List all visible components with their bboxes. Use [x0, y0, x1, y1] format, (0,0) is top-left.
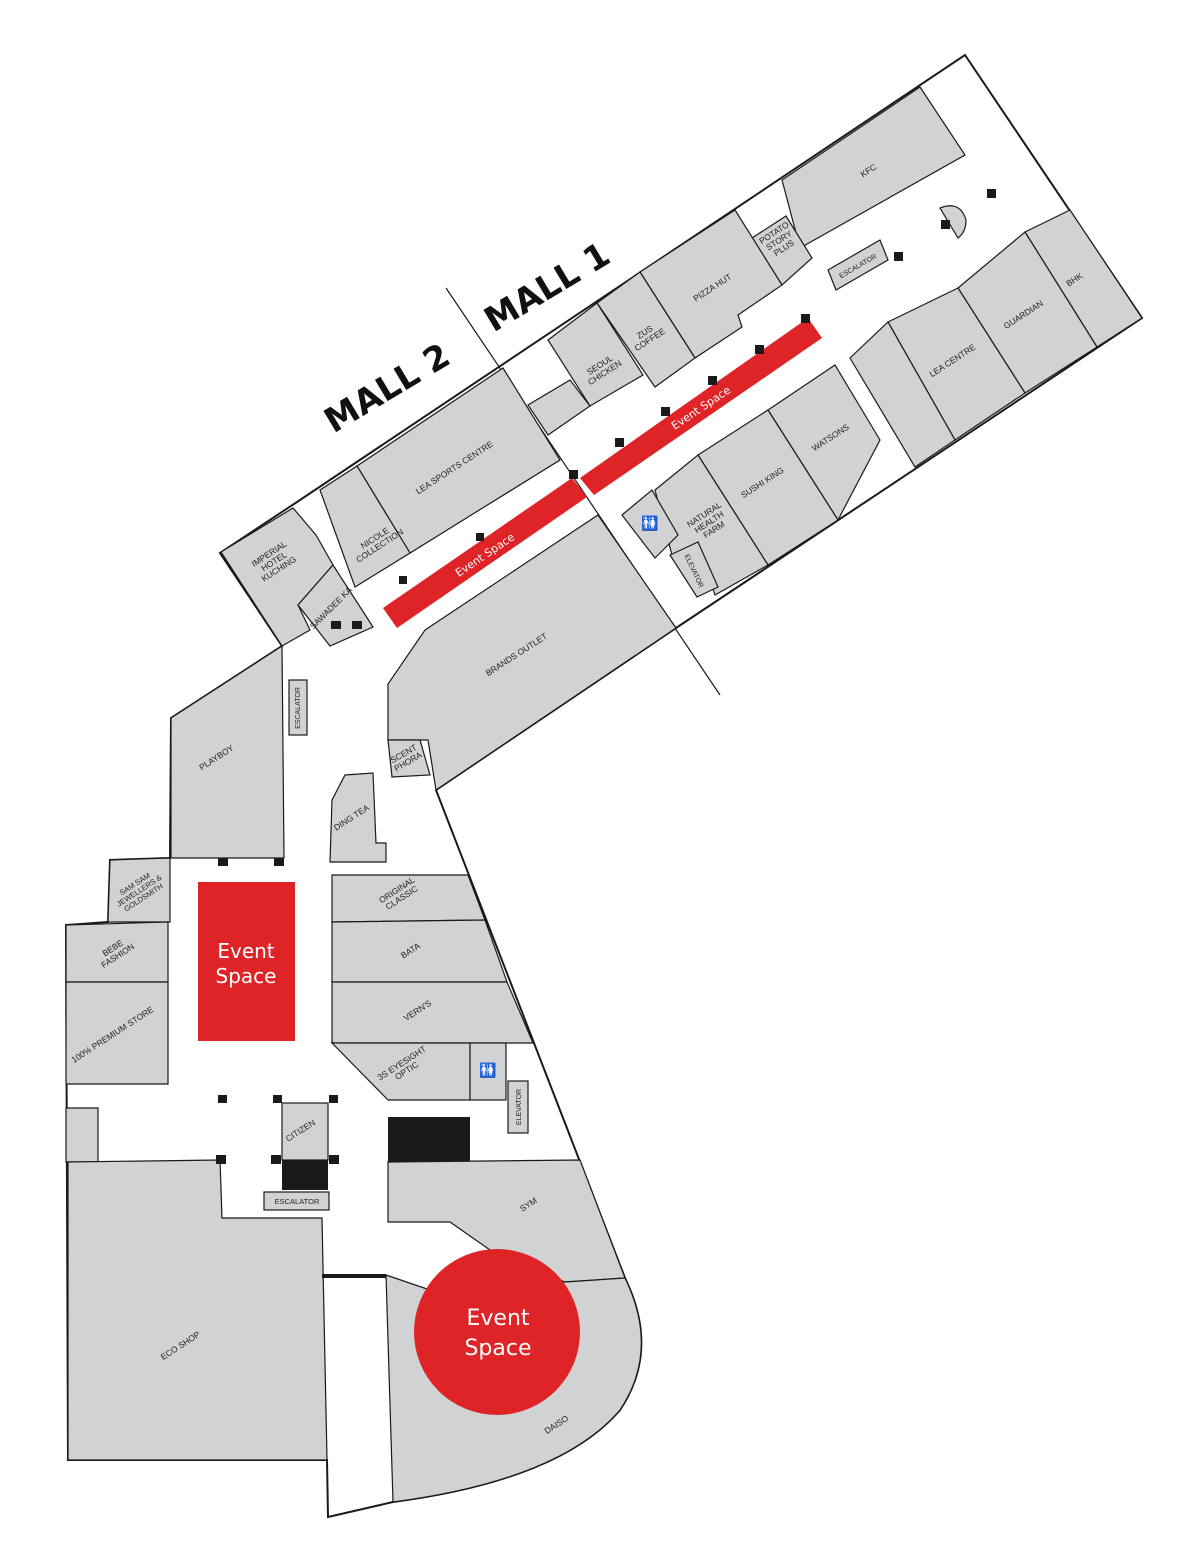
store-playboy[interactable]: PLAYBOY: [170, 644, 285, 859]
svg-text:Space: Space: [464, 1336, 531, 1361]
store-unnamed: [849, 321, 956, 468]
pillars: [216, 189, 996, 1164]
restroom-mall2[interactable]: 🚻: [469, 1042, 507, 1101]
store-unnamed: [65, 1107, 99, 1163]
store-potato-story-plus[interactable]: POTATOSTORYPLUS: [751, 215, 813, 286]
svg-text:ESCALATOR: ESCALATOR: [275, 1197, 320, 1206]
escalator-mall1[interactable]: ESCALATOR: [827, 239, 889, 291]
store-pizza-hut[interactable]: PIZZA HUT: [639, 209, 783, 359]
restroom-mall1[interactable]: 🚻: [621, 489, 679, 559]
event-space-circle[interactable]: Event Space: [414, 1249, 580, 1415]
svg-text:Event: Event: [217, 939, 274, 963]
store-100-premium-store[interactable]: 100% PREMIUM STORE: [65, 981, 169, 1085]
svg-text:ESCALATOR: ESCALATOR: [295, 687, 302, 729]
elevator-mall2[interactable]: ELEVATOR: [507, 1080, 529, 1134]
elevator-mall1[interactable]: ELEVATOR: [669, 541, 719, 598]
svg-text:Space: Space: [216, 964, 277, 988]
store-sam-sam-jewellers[interactable]: SAM SAMJEWELLERS &GOLDSMITH: [107, 857, 171, 923]
store-kfc[interactable]: KFC: [781, 86, 966, 249]
event-space-main[interactable]: Event Space: [198, 882, 295, 1041]
store-eco-shop[interactable]: ECO SHOP: [67, 1159, 328, 1461]
store-scent-phora[interactable]: SCENTPHORA: [387, 739, 431, 778]
escalator-vertical[interactable]: ESCALATOR: [288, 679, 308, 736]
restroom-icon: 🚻: [479, 1062, 496, 1079]
svg-text:Event: Event: [466, 1306, 529, 1331]
store-original-classic[interactable]: ORIGINALCLASSIC: [331, 874, 486, 923]
store-guardian[interactable]: GUARDIAN: [957, 231, 1098, 394]
store-lea-sports-centre[interactable]: LEA SPORTS CENTRE: [356, 367, 561, 554]
store-bebe-fashion[interactable]: BEBEFASHION: [65, 921, 169, 983]
store-imperial-hotel-kuching[interactable]: IMPERIALHOTELKUCHING: [220, 507, 334, 647]
store-citizen[interactable]: CITIZEN: [281, 1102, 329, 1161]
store-3s-eyesight-optic[interactable]: 3S EYESIGHTOPTIC: [330, 1042, 471, 1101]
escalator-mall2[interactable]: ESCALATOR: [263, 1191, 330, 1211]
restroom-icon: 🚻: [641, 515, 658, 532]
store-verns[interactable]: VERN'S: [331, 981, 534, 1044]
kiosk: [939, 205, 967, 239]
store-unnamed: [527, 379, 591, 436]
store-bata[interactable]: BATA: [331, 919, 508, 983]
store-zus-coffee[interactable]: ZUSCOFFEE: [596, 271, 696, 388]
svg-text:ELEVATOR: ELEVATOR: [516, 1089, 523, 1125]
store-brands-outlet[interactable]: BRANDS OUTLET: [387, 514, 677, 792]
escalator-block: [282, 1160, 328, 1190]
store-nicole-collection[interactable]: NICOLECOLLECTION: [319, 465, 411, 588]
service-block: [388, 1117, 470, 1162]
store-ding-tea[interactable]: DING TEA: [329, 772, 387, 863]
store-watsons[interactable]: WATSONS: [767, 364, 881, 522]
store-seoul-chicken[interactable]: SEOULCHICKEN: [547, 302, 644, 407]
